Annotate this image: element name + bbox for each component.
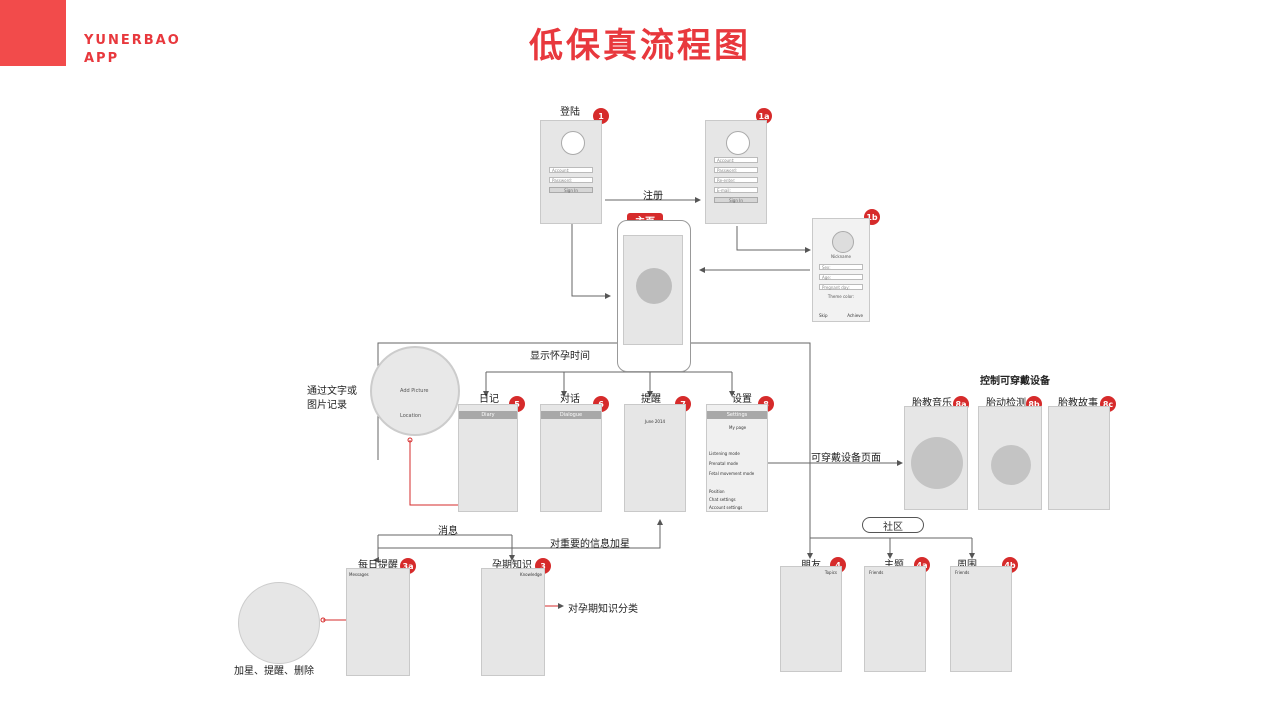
nearby-label: 周围 [957, 556, 977, 571]
sign-in-button[interactable]: Sign In [714, 197, 758, 203]
skip-button[interactable]: Skip [819, 313, 828, 318]
avatar-icon [561, 131, 585, 155]
account-field[interactable]: Account: [714, 157, 758, 163]
show-time-label: 显示怀孕时间 [530, 351, 590, 362]
login-screen[interactable]: Account: Password: Sign In [540, 120, 602, 224]
control-wearable-title: 控制可穿戴设备 [980, 376, 1050, 387]
fetal-music-label: 胎教音乐 [912, 398, 952, 409]
profile-setup-screen[interactable]: Nickname Sex: Age: Pregnant day: Theme c… [812, 218, 870, 322]
pregnant-day-field[interactable]: Pregnant day: [819, 284, 863, 290]
email-field[interactable]: E-mail: [714, 187, 758, 193]
diary-label: 日记 [479, 394, 499, 405]
avatar-icon [726, 131, 750, 155]
add-picture-label[interactable]: Add Picture [400, 388, 429, 394]
location-label[interactable]: Location [400, 413, 422, 419]
login-label: 登陆 [560, 107, 580, 118]
knowledge-tab[interactable]: Knowledge [520, 572, 542, 577]
brand-line-2: APP [84, 51, 120, 66]
daily-remind-label: 每日提醒 [358, 560, 398, 571]
sign-in-button[interactable]: Sign In [549, 187, 593, 193]
page-title: 低保真流程图 [529, 26, 751, 66]
position-row[interactable]: Position [709, 489, 725, 494]
star-important-label: 对重要的信息加星 [550, 539, 630, 550]
friends-screen[interactable]: Topics [780, 566, 842, 672]
settings-label: 设置 [732, 394, 752, 405]
fetus-icon [636, 268, 672, 304]
friends-label: 朋友 [801, 556, 821, 571]
account-field[interactable]: Account: [549, 167, 593, 173]
diary-header: Diary [459, 411, 517, 419]
remind-label: 提醒 [641, 394, 661, 405]
dialog-screen[interactable]: Dialogue [540, 404, 602, 512]
community-label: 社区 [862, 517, 924, 533]
daily-remind-screen[interactable]: Messages [346, 568, 410, 676]
my-page-link[interactable]: My page [729, 425, 747, 430]
play-dial-icon[interactable] [911, 437, 963, 489]
chat-settings-row[interactable]: Chat settings [709, 497, 736, 502]
record-note-line-1: 通过文字或 [307, 386, 357, 397]
prenatal-mode-row[interactable]: Prenatal mode [709, 461, 739, 466]
preg-knowledge-screen[interactable]: Knowledge [481, 568, 545, 676]
theme-color-label: Theme color: [827, 294, 855, 299]
brand-name: YUNERBAO APP [84, 32, 181, 68]
register-label: 注册 [643, 191, 663, 202]
listening-mode-row[interactable]: Listening mode [709, 451, 740, 456]
wearable-page-label: 可穿戴设备页面 [811, 453, 881, 464]
record-zoom-circle: Add Picture Location [370, 346, 460, 436]
fetal-move-label: 胎动检测 [986, 398, 1026, 409]
avatar-icon [832, 231, 854, 253]
preg-knowledge-label: 孕期知识 [492, 560, 532, 571]
fetal-movement-row[interactable]: Fetal movement mode [709, 471, 755, 476]
classify-knowledge-label: 对孕期知识分类 [568, 604, 638, 615]
topic-screen[interactable]: Friends [864, 566, 926, 672]
home-screen[interactable] [623, 235, 683, 345]
re-enter-field[interactable]: Re-enter: [714, 177, 758, 183]
nearby-screen[interactable]: Friends [950, 566, 1012, 672]
fetal-music-screen[interactable] [904, 406, 968, 510]
fetal-story-screen[interactable] [1048, 406, 1110, 510]
brand-line-1: YUNERBAO [84, 33, 181, 48]
account-settings-row[interactable]: Account settings [709, 505, 743, 510]
dialogue-header: Dialogue [541, 411, 601, 419]
home-phone-frame [617, 220, 691, 372]
messages-tab[interactable]: Messages [349, 572, 369, 577]
settings-screen[interactable]: Settings My page Listening mode Prenatal… [706, 404, 768, 512]
brand-corner-block [0, 0, 66, 66]
remind-screen[interactable]: June 2014 [624, 404, 686, 512]
record-note-line-2: 图片记录 [307, 400, 347, 411]
dialog-label: 对话 [560, 394, 580, 405]
fetal-story-label: 胎教故事 [1058, 398, 1098, 409]
calendar-month: June 2014 [644, 419, 666, 424]
diary-screen[interactable]: Diary [458, 404, 518, 512]
password-field[interactable]: Password: [549, 177, 593, 183]
star-remind-delete-label: 加星、提醒、删除 [234, 666, 314, 677]
age-field[interactable]: Age: [819, 274, 863, 280]
friends-tab[interactable]: Friends [869, 570, 884, 575]
fetal-move-screen[interactable] [978, 406, 1042, 510]
settings-header: Settings [707, 411, 767, 419]
topics-tab[interactable]: Topics [824, 570, 837, 575]
message-label: 消息 [438, 526, 458, 537]
nickname-label: Nickname [831, 254, 851, 259]
movement-dial-icon [991, 445, 1031, 485]
sex-field[interactable]: Sex: [819, 264, 863, 270]
topic-label: 主题 [884, 556, 904, 571]
password-field[interactable]: Password: [714, 167, 758, 173]
achieve-button[interactable]: Achieve [847, 313, 863, 318]
friends-tab[interactable]: Friends [955, 570, 970, 575]
message-zoom-circle [238, 582, 320, 664]
register-screen[interactable]: Account: Password: Re-enter: E-mail: Sig… [705, 120, 767, 224]
